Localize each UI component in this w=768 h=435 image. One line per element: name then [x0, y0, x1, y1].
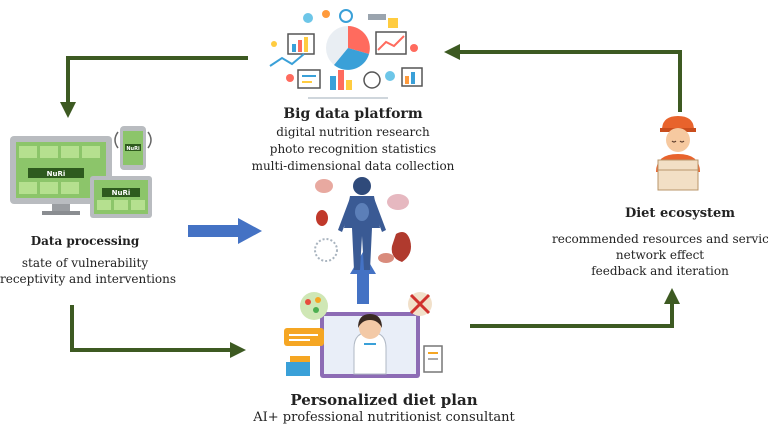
data-processing-line-1: state of vulnerability — [21, 256, 149, 270]
big-data-title: Big data platform — [283, 106, 423, 122]
human-body-organs-icon — [314, 177, 411, 270]
diet-ecosystem-line-2: network effect — [615, 248, 705, 262]
arrow-processing-to-plan — [70, 305, 246, 358]
devices-icon: NuRi NuRi NuRi — [10, 126, 152, 218]
diet-plan-subtitle: AI+ professional nutritionist consultant — [253, 410, 515, 425]
data-processing-title: Data processing — [30, 234, 140, 248]
tablet-nuri-label: NuRi — [112, 189, 131, 197]
big-data-line-1: digital nutrition research — [276, 125, 430, 139]
arrow-plan-to-ecosystem — [470, 288, 680, 328]
phone-nuri-label: NuRi — [126, 146, 140, 152]
arrow-processing-to-body — [188, 218, 262, 244]
big-data-line-3: multi-dimensional data collection — [251, 159, 455, 173]
monitor-nuri-label: NuRi — [47, 170, 66, 178]
diet-ecosystem-title: Diet ecosystem — [624, 206, 736, 221]
diet-ecosystem-line-3: feedback and iteration — [591, 264, 729, 278]
delivery-person-icon — [656, 116, 700, 191]
diet-plan-title: Personalized diet plan — [290, 391, 478, 409]
arrow-bigdata-to-processing — [60, 56, 248, 118]
big-data-line-2: photo recognition statistics — [269, 142, 437, 156]
data-analytics-collage-icon — [269, 9, 423, 99]
nutritionist-screen-icon — [284, 292, 443, 378]
data-processing-line-2: receptivity and interventions — [0, 272, 177, 286]
diet-ecosystem-line-1: recommended resources and services — [552, 232, 768, 246]
arrow-ecosystem-to-bigdata — [444, 44, 682, 112]
